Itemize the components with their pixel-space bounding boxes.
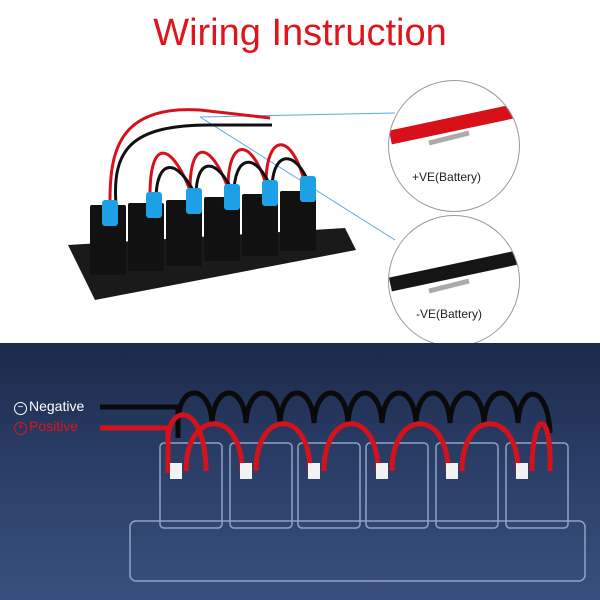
negative-battery-label: -VE(Battery): [416, 307, 483, 321]
negative-callout-circle: [388, 215, 520, 347]
callout-line-negative: [199, 116, 396, 241]
positive-wire-path: [100, 412, 553, 473]
switch-panel-illustration: [68, 108, 396, 300]
product-photo-area: +VE(Battery) -VE(Battery): [68, 80, 520, 347]
positive-battery-label: +VE(Battery): [412, 170, 482, 184]
negative-jumper-wires: [113, 123, 312, 206]
blue-terminal-connectors: [102, 176, 316, 226]
legend-positive-label: Positive: [29, 418, 79, 434]
legend-negative-label: Negative: [29, 398, 85, 414]
legend-positive: +Positive: [14, 418, 78, 435]
switch-terminals: [170, 463, 528, 479]
negative-wire-closeup: [389, 249, 519, 294]
positive-wire-closeup: [389, 102, 519, 146]
negative-symbol-icon: −: [14, 402, 27, 415]
positive-callout-circle: [388, 80, 520, 212]
callout-line-positive: [199, 112, 396, 118]
wiring-schematic: [100, 390, 586, 582]
negative-wire-path: [100, 390, 553, 438]
page-title: Wiring Instruction: [153, 12, 447, 54]
switch-bodies: [90, 191, 316, 275]
wiring-diagram-panel: [0, 343, 600, 600]
legend-negative: −Negative: [14, 398, 84, 415]
positive-symbol-icon: +: [14, 422, 27, 435]
